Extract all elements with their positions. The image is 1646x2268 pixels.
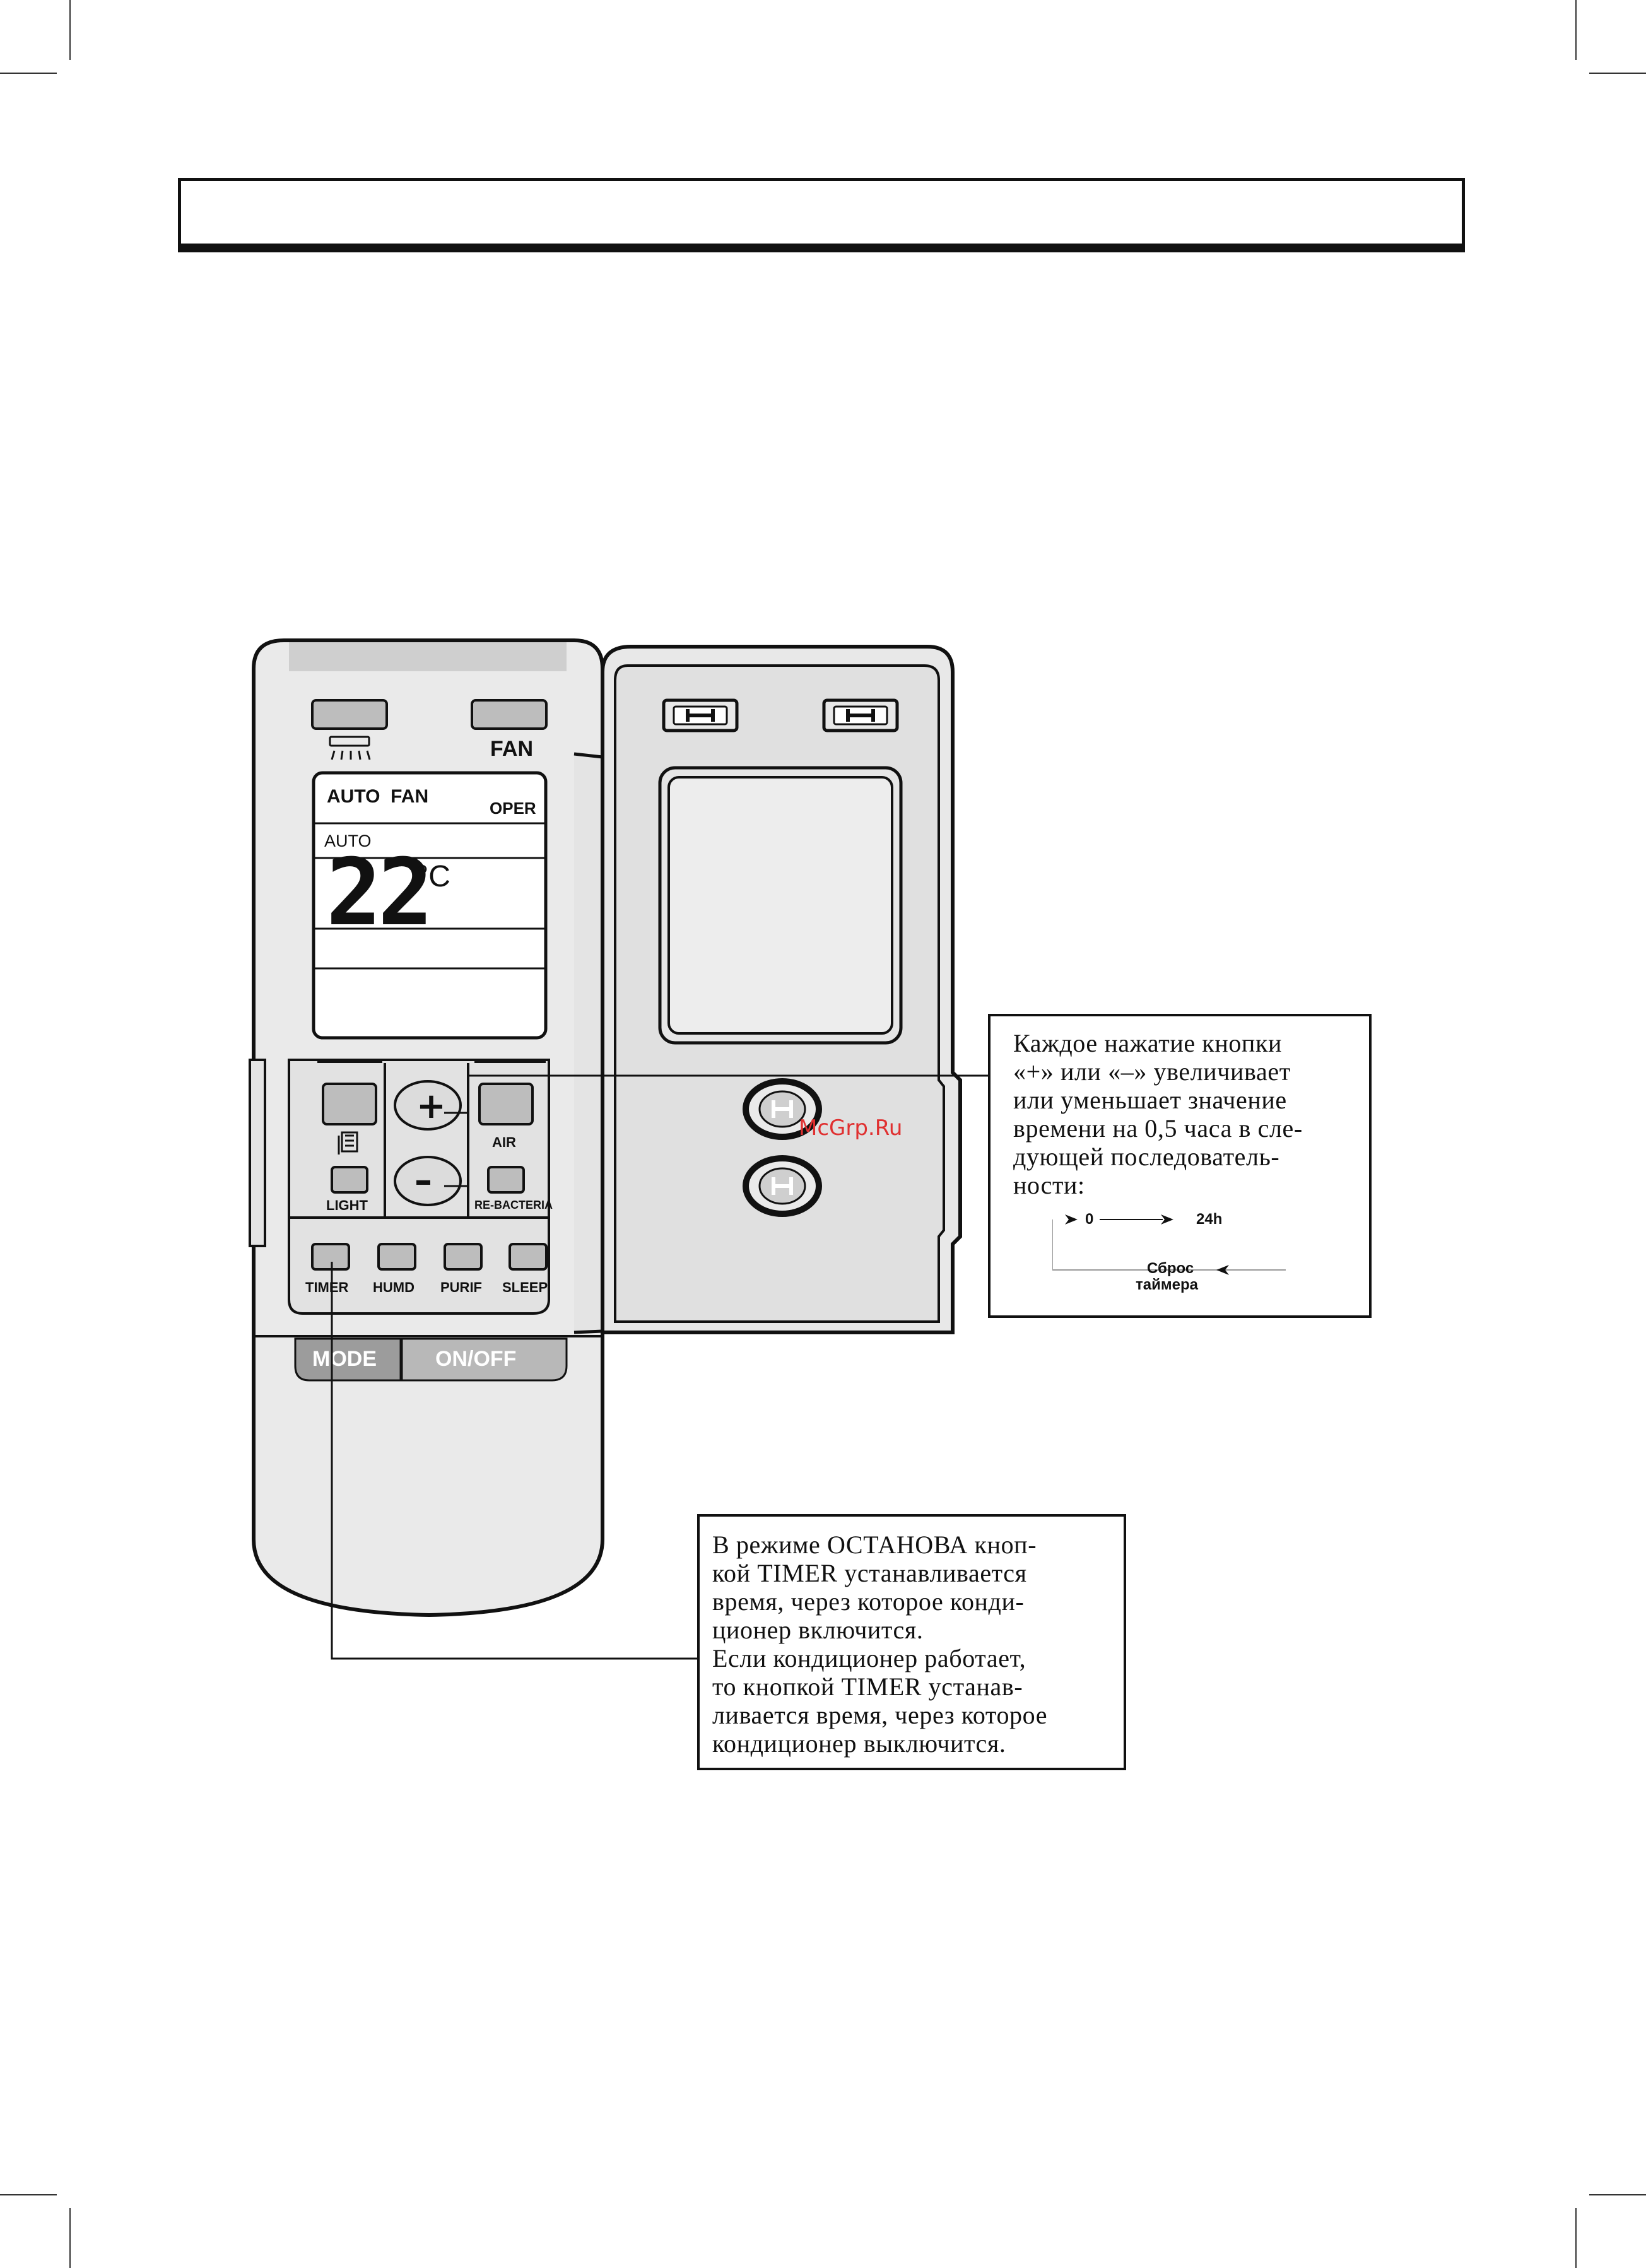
callout-line: времени на 0,5 часа в сле- <box>1013 1114 1303 1143</box>
plus-minus-callout: Каждое нажатие кнопки «+» или «–» увелич… <box>988 1014 1372 1318</box>
callout-line: кондиционер выключится. <box>712 1729 1006 1758</box>
sequence-end: 24h <box>1196 1211 1223 1228</box>
light-label: LIGHT <box>326 1197 368 1213</box>
arrow-icon <box>1216 1265 1229 1275</box>
callout-line: Каждое нажатие кнопки <box>1013 1029 1282 1057</box>
lcd-unit: °C <box>416 860 450 893</box>
crop-mark <box>69 0 71 60</box>
sleep-label: SLEEP <box>502 1279 548 1295</box>
timer-leader-line <box>331 1262 697 1660</box>
filter-icon <box>338 1131 358 1155</box>
humd-label: HUMD <box>373 1279 414 1295</box>
callout-line: ционер включится. <box>712 1616 924 1644</box>
fan-top-button <box>471 699 548 730</box>
callout-line: дующей последователь- <box>1013 1143 1280 1171</box>
mode-button <box>294 1337 402 1382</box>
lcd-screen <box>312 771 548 1040</box>
light-button <box>331 1166 368 1194</box>
left-square-button <box>322 1083 377 1125</box>
minus-button[interactable] <box>394 1156 462 1206</box>
timer-button <box>311 1243 350 1271</box>
rebacteria-button <box>487 1166 525 1194</box>
swing-icon <box>329 736 371 760</box>
timer-label: TIMER <box>305 1279 349 1295</box>
lid-top-right-button <box>822 698 899 732</box>
lid-minus-button[interactable] <box>743 1155 822 1217</box>
light-top-button <box>311 699 388 730</box>
sleep-button <box>508 1243 548 1271</box>
fan-label: FAN <box>490 737 533 761</box>
sequence-reset-2: таймера <box>1136 1276 1198 1293</box>
sequence-start: 0 <box>1085 1211 1094 1228</box>
plus-glyph: + <box>416 1086 446 1127</box>
callout-line: ливается время, через которое <box>712 1701 1048 1729</box>
crop-mark <box>69 2208 71 2268</box>
callout-line: или уменьшает значение <box>1013 1086 1287 1114</box>
lid-plus-button[interactable] <box>743 1078 822 1140</box>
arrow-icon <box>1065 1214 1078 1225</box>
crop-mark <box>1589 73 1646 74</box>
callout-line: то кнопкой TIMER устанав- <box>712 1672 1023 1701</box>
humd-button <box>377 1243 416 1271</box>
callout-line: ности: <box>1013 1171 1085 1199</box>
air-button <box>478 1083 534 1125</box>
callout-line: кой TIMER устанавливается <box>712 1559 1027 1587</box>
crop-mark <box>1589 2194 1646 2195</box>
remote-side-grip <box>249 1059 266 1247</box>
callout-line: Если кондиционер работает, <box>712 1644 1026 1672</box>
arrow-icon <box>1161 1214 1173 1225</box>
crop-mark <box>1575 0 1577 60</box>
lcd-temperature: 22 <box>326 839 430 946</box>
sequence-reset-1: Сброс <box>1147 1260 1194 1277</box>
timer-sequence-diagram: 0 24h Сброс таймера <box>1052 1206 1286 1294</box>
lcd-oper-text: OPER <box>490 799 536 818</box>
callout-line: «+» или «–» увеличивает <box>1013 1057 1291 1086</box>
plus-leader-line <box>444 1074 988 1114</box>
onoff-label: ON/OFF <box>435 1347 516 1371</box>
crop-mark <box>0 2194 57 2195</box>
section-header-box <box>178 178 1465 252</box>
onoff-button <box>401 1337 568 1382</box>
lid-hinge <box>573 752 604 1334</box>
air-label: AIR <box>492 1134 516 1150</box>
lid-top-left-button <box>662 698 739 732</box>
remote-top-strip <box>289 642 567 671</box>
callout-line: В режиме ОСТАНОВА кноп- <box>712 1531 1037 1559</box>
timer-callout: В режиме ОСТАНОВА кноп- кой TIMER устана… <box>697 1514 1126 1770</box>
callout-line: время, через которое конди- <box>712 1587 1025 1616</box>
lcd-mode-text: AUTO FAN <box>327 786 428 807</box>
lcd-auto-text: AUTO <box>324 831 372 850</box>
plus-button[interactable] <box>394 1080 462 1131</box>
purif-button <box>444 1243 483 1271</box>
crop-mark <box>0 73 57 74</box>
watermark: McGrp.Ru <box>799 1115 903 1141</box>
mode-label: MODE <box>312 1347 377 1371</box>
minus-glyph: – <box>414 1160 432 1201</box>
crop-mark <box>1575 2208 1577 2268</box>
rebacteria-label: RE-BACTERIA <box>474 1199 553 1211</box>
purif-label: PURIF <box>440 1279 482 1295</box>
